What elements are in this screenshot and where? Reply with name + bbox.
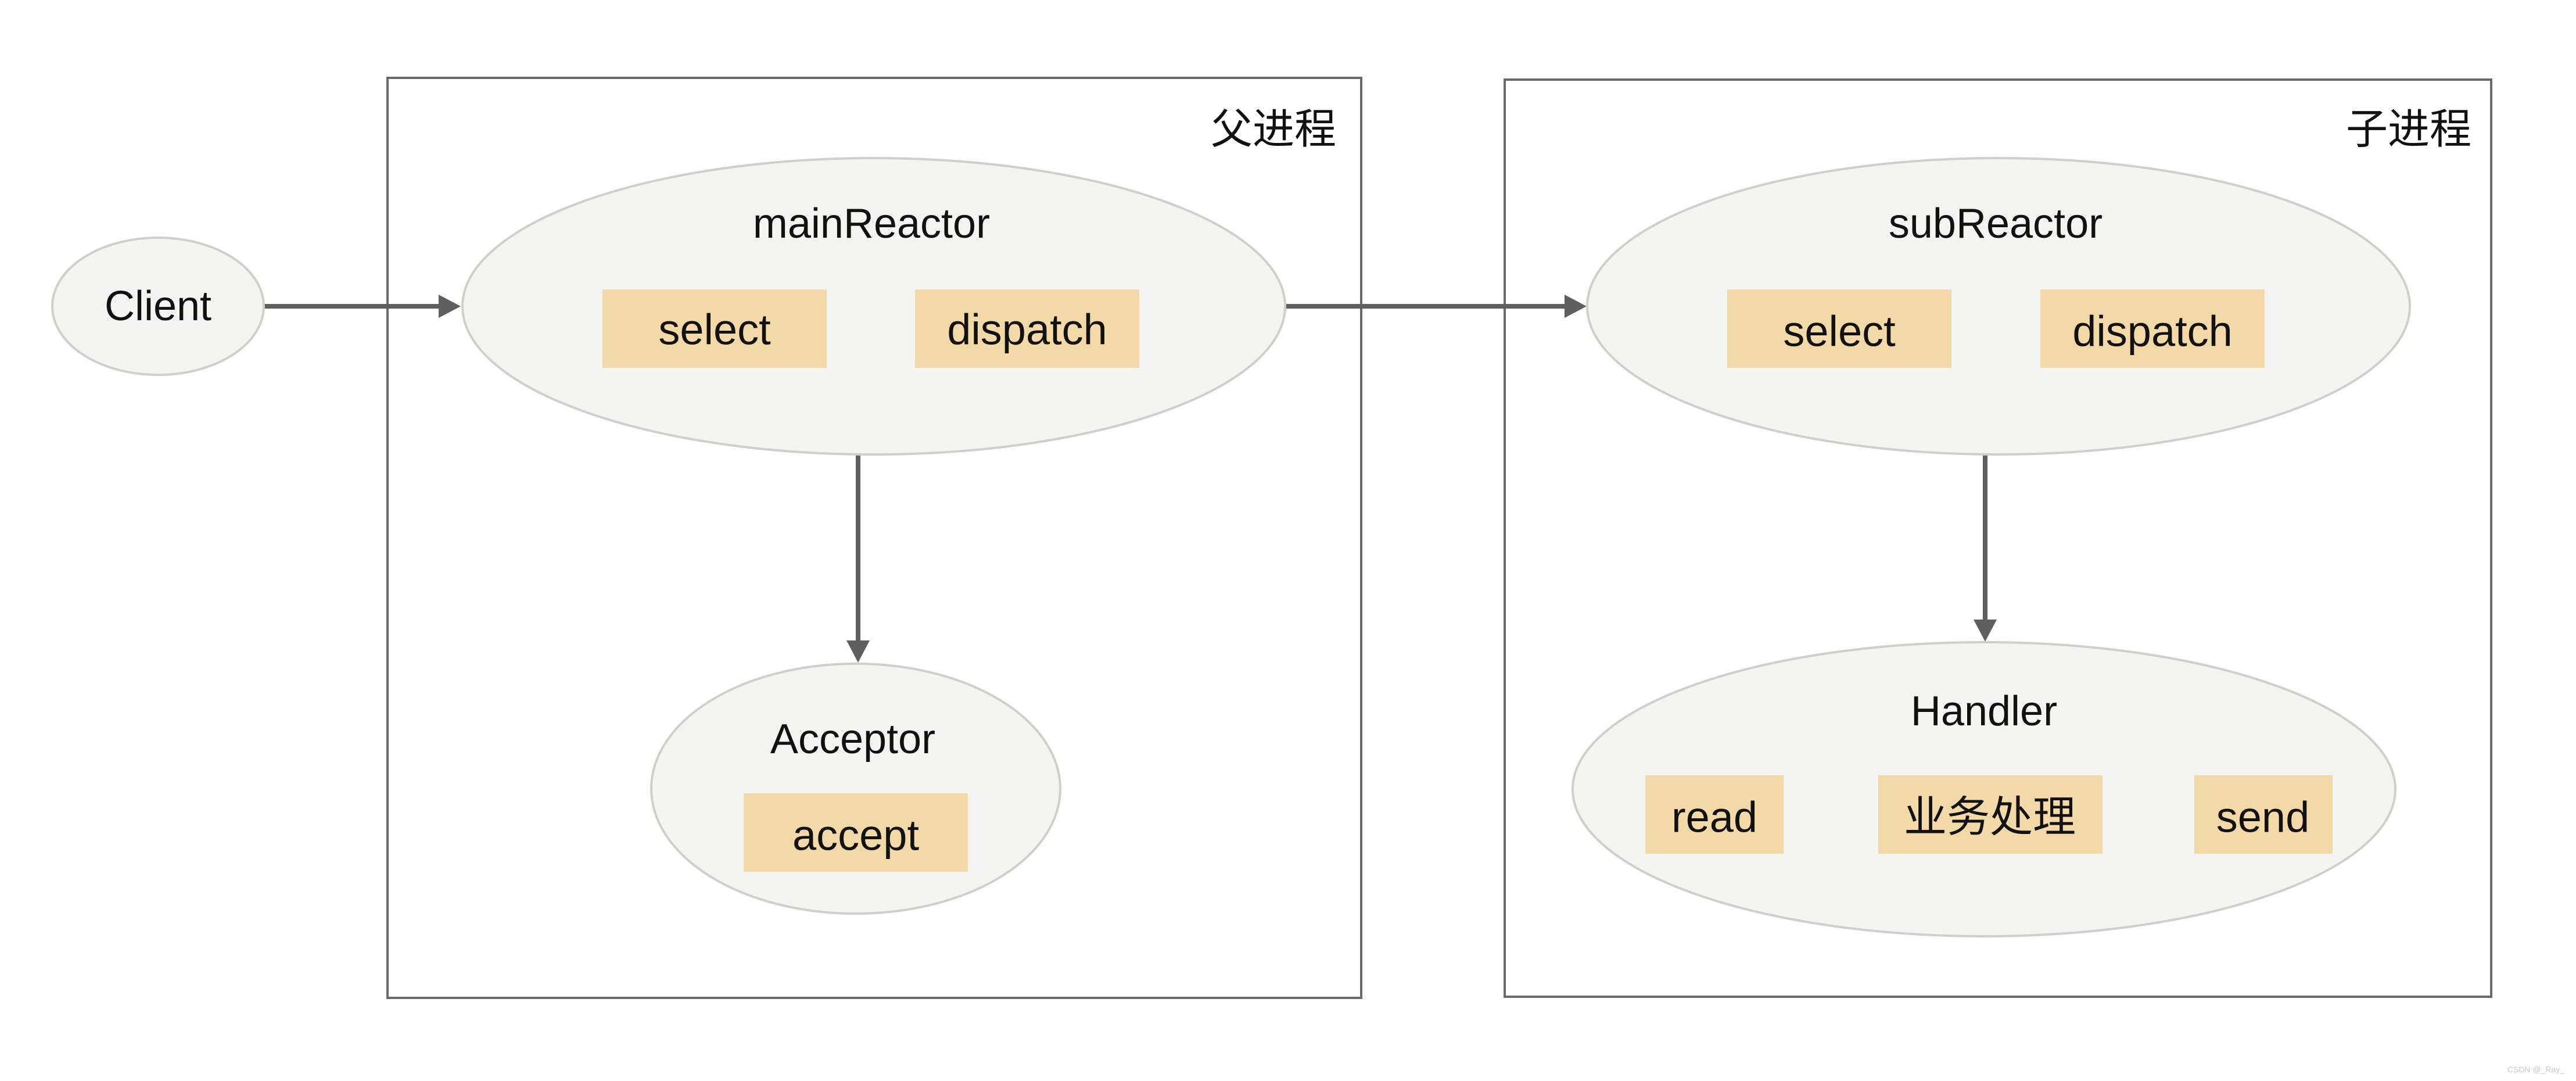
- handler-send-label: send: [2216, 793, 2309, 842]
- mainreactor-select-chip: [602, 289, 827, 368]
- acceptor-accept-label: accept: [792, 811, 919, 860]
- handler-read-label: read: [1671, 793, 1757, 842]
- subreactor-select-chip: [1727, 289, 1951, 368]
- subreactor-node: subReactor select dispatch: [1586, 157, 2411, 456]
- acceptor-ellipse: [650, 663, 1061, 915]
- subreactor-ellipse: [1586, 157, 2411, 456]
- handler-process-label: 业务处理: [1904, 792, 2076, 842]
- acceptor-accept-chip: [744, 793, 968, 872]
- mainreactor-label: mainReactor: [753, 201, 990, 247]
- mainreactor-to-acceptor-arrowhead: [846, 640, 870, 663]
- acceptor-node: Acceptor accept: [650, 663, 1061, 915]
- handler-read-chip: [1645, 775, 1784, 854]
- parent-process-title: 父进程: [1211, 105, 1336, 153]
- handler-node: Handler read 业务处理 send: [1572, 641, 2396, 937]
- subreactor-to-handler-arrowhead: [1974, 620, 1997, 642]
- subreactor-label: subReactor: [1889, 201, 2103, 247]
- acceptor-label: Acceptor: [770, 716, 935, 763]
- child-process-title: 子进程: [2346, 105, 2471, 153]
- handler-process-chip: [1878, 775, 2103, 854]
- subreactor-select-label: select: [1783, 307, 1896, 356]
- client-label: Client: [105, 283, 211, 330]
- subreactor-dispatch-chip: [2040, 289, 2265, 368]
- client-node: Client: [51, 237, 265, 376]
- mainreactor-select-label: select: [658, 306, 771, 354]
- mainreactor-dispatch-chip: [915, 289, 1139, 368]
- watermark: CSDN @_Ray_: [2507, 1065, 2564, 1074]
- subreactor-dispatch-label: dispatch: [2072, 307, 2233, 356]
- client-to-mainreactor-arrowhead: [439, 295, 461, 318]
- mainreactor-dispatch-label: dispatch: [947, 306, 1107, 354]
- handler-send-chip: [2194, 775, 2333, 854]
- mainreactor-node: mainReactor select dispatch: [461, 157, 1286, 456]
- handler-label: Handler: [1911, 688, 2057, 735]
- mainreactor-ellipse: [461, 157, 1286, 456]
- client-ellipse: [51, 237, 265, 376]
- mainreactor-to-subreactor-arrowhead: [1565, 295, 1587, 318]
